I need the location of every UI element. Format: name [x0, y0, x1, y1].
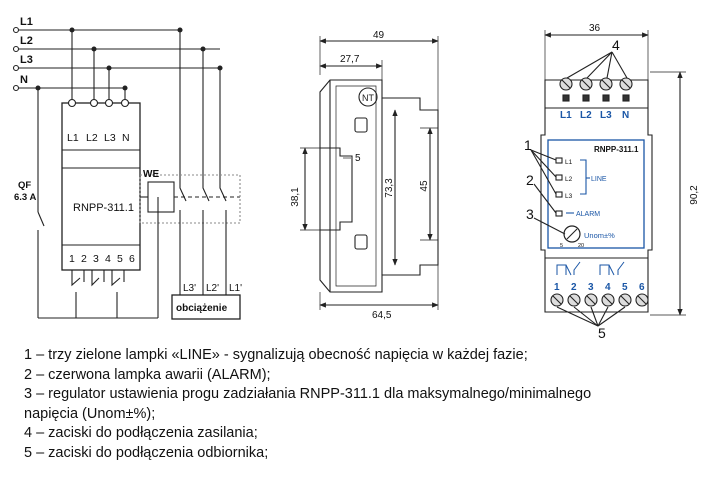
- dim-27-7: 27,7: [340, 54, 360, 65]
- line-label-n: N: [20, 74, 28, 86]
- qf-rating: 6.3 A: [14, 192, 36, 203]
- device-top-label-n: N: [122, 132, 130, 144]
- knob-min: 5: [560, 243, 563, 249]
- dim-5: 5: [355, 153, 361, 164]
- line-label-l2: L2: [20, 35, 33, 47]
- wiring-labels: L1 L2 L3 N: [20, 16, 33, 86]
- dim-90-2: 90,2: [689, 185, 700, 205]
- front-view: [530, 30, 686, 327]
- callout-3: 3: [526, 206, 534, 222]
- qf-label: QF: [18, 180, 31, 191]
- legend-item-2: 2 – czerwona lampka awarii (ALARM);: [24, 366, 271, 383]
- legend: 1 – trzy zielone lampki «LINE» - sygnali…: [24, 346, 714, 463]
- front-top-label-l3: L3: [600, 110, 612, 121]
- knob-max: 20: [578, 243, 584, 249]
- legend-item-4: 4 – zaciski do podłączenia zasilania;: [24, 425, 258, 441]
- dim-45: 45: [419, 180, 430, 192]
- knob-label: Unom±%: [584, 231, 615, 240]
- front-bottom-label-1: 1: [554, 282, 560, 293]
- device-bottom-label-1: 1: [69, 253, 75, 265]
- device-bottom-label-3: 3: [93, 253, 99, 265]
- dim-49: 49: [373, 30, 385, 41]
- device-name-label: RNPP-311.1: [73, 202, 134, 214]
- we-label: WE: [143, 169, 159, 180]
- load-phase-l3: L3': [183, 283, 196, 294]
- bottom-terminals: [550, 293, 649, 307]
- front-bottom-label-2: 2: [571, 282, 577, 293]
- callout-1: 1: [524, 137, 532, 153]
- led-label-l1: L1: [565, 159, 573, 166]
- dim-73-3: 73,3: [384, 178, 395, 198]
- legend-item-3: 3 – regulator ustawienia progu zadziałan…: [24, 386, 592, 402]
- dim-36: 36: [589, 23, 601, 34]
- front-top-label-l2: L2: [580, 110, 592, 121]
- legend-item-3-cont: napięcia (Unom±%);: [24, 405, 156, 422]
- line-label-l1: L1: [20, 16, 33, 28]
- device-top-label-l1: L1: [67, 132, 79, 144]
- panel-title: RNPP-311.1: [594, 145, 639, 154]
- legend-item-1: 1 – trzy zielone lampki «LINE» - sygnali…: [24, 347, 528, 363]
- top-terminals: [559, 77, 633, 102]
- front-bottom-label-3: 3: [588, 282, 594, 293]
- svg-text:NT: NT: [362, 93, 374, 103]
- device-bottom-label-6: 6: [129, 253, 135, 265]
- device-bottom-label-4: 4: [105, 253, 111, 265]
- load-label: obciążenie: [176, 303, 228, 314]
- front-bottom-label-4: 4: [605, 282, 611, 293]
- callout-4: 4: [612, 37, 620, 53]
- front-top-label-n: N: [622, 110, 629, 121]
- side-view: NT: [300, 36, 439, 310]
- device-top-label-l3: L3: [104, 132, 116, 144]
- device-bottom-label-5: 5: [117, 253, 123, 265]
- device-top-label-l2: L2: [86, 132, 98, 144]
- line-label-l3: L3: [20, 54, 33, 66]
- callout-5: 5: [598, 325, 606, 340]
- dim-64-5: 64,5: [372, 310, 392, 321]
- led-label-l3: L3: [565, 193, 573, 200]
- device-bottom-label-2: 2: [81, 253, 87, 265]
- legend-item-5: 5 – zaciski do podłączenia odbiornika;: [24, 444, 269, 461]
- led-label-l2: L2: [565, 176, 573, 183]
- front-top-label-l1: L1: [560, 110, 572, 121]
- technical-diagram: L1 L2 L3 N L1 L2 L3 N RNPP-311.1 1 2 3 4…: [12, 16, 700, 340]
- front-bottom-label-5: 5: [622, 282, 628, 293]
- alarm-label: ALARM: [576, 211, 600, 218]
- load-phase-l2: L2': [206, 283, 219, 294]
- callout-2: 2: [526, 172, 534, 188]
- front-bottom-label-6: 6: [639, 282, 645, 293]
- line-label: LINE: [591, 176, 607, 183]
- wiring-diagram: [12, 26, 241, 320]
- load-phase-l1: L1': [229, 283, 242, 294]
- dim-38-1: 38,1: [290, 187, 301, 207]
